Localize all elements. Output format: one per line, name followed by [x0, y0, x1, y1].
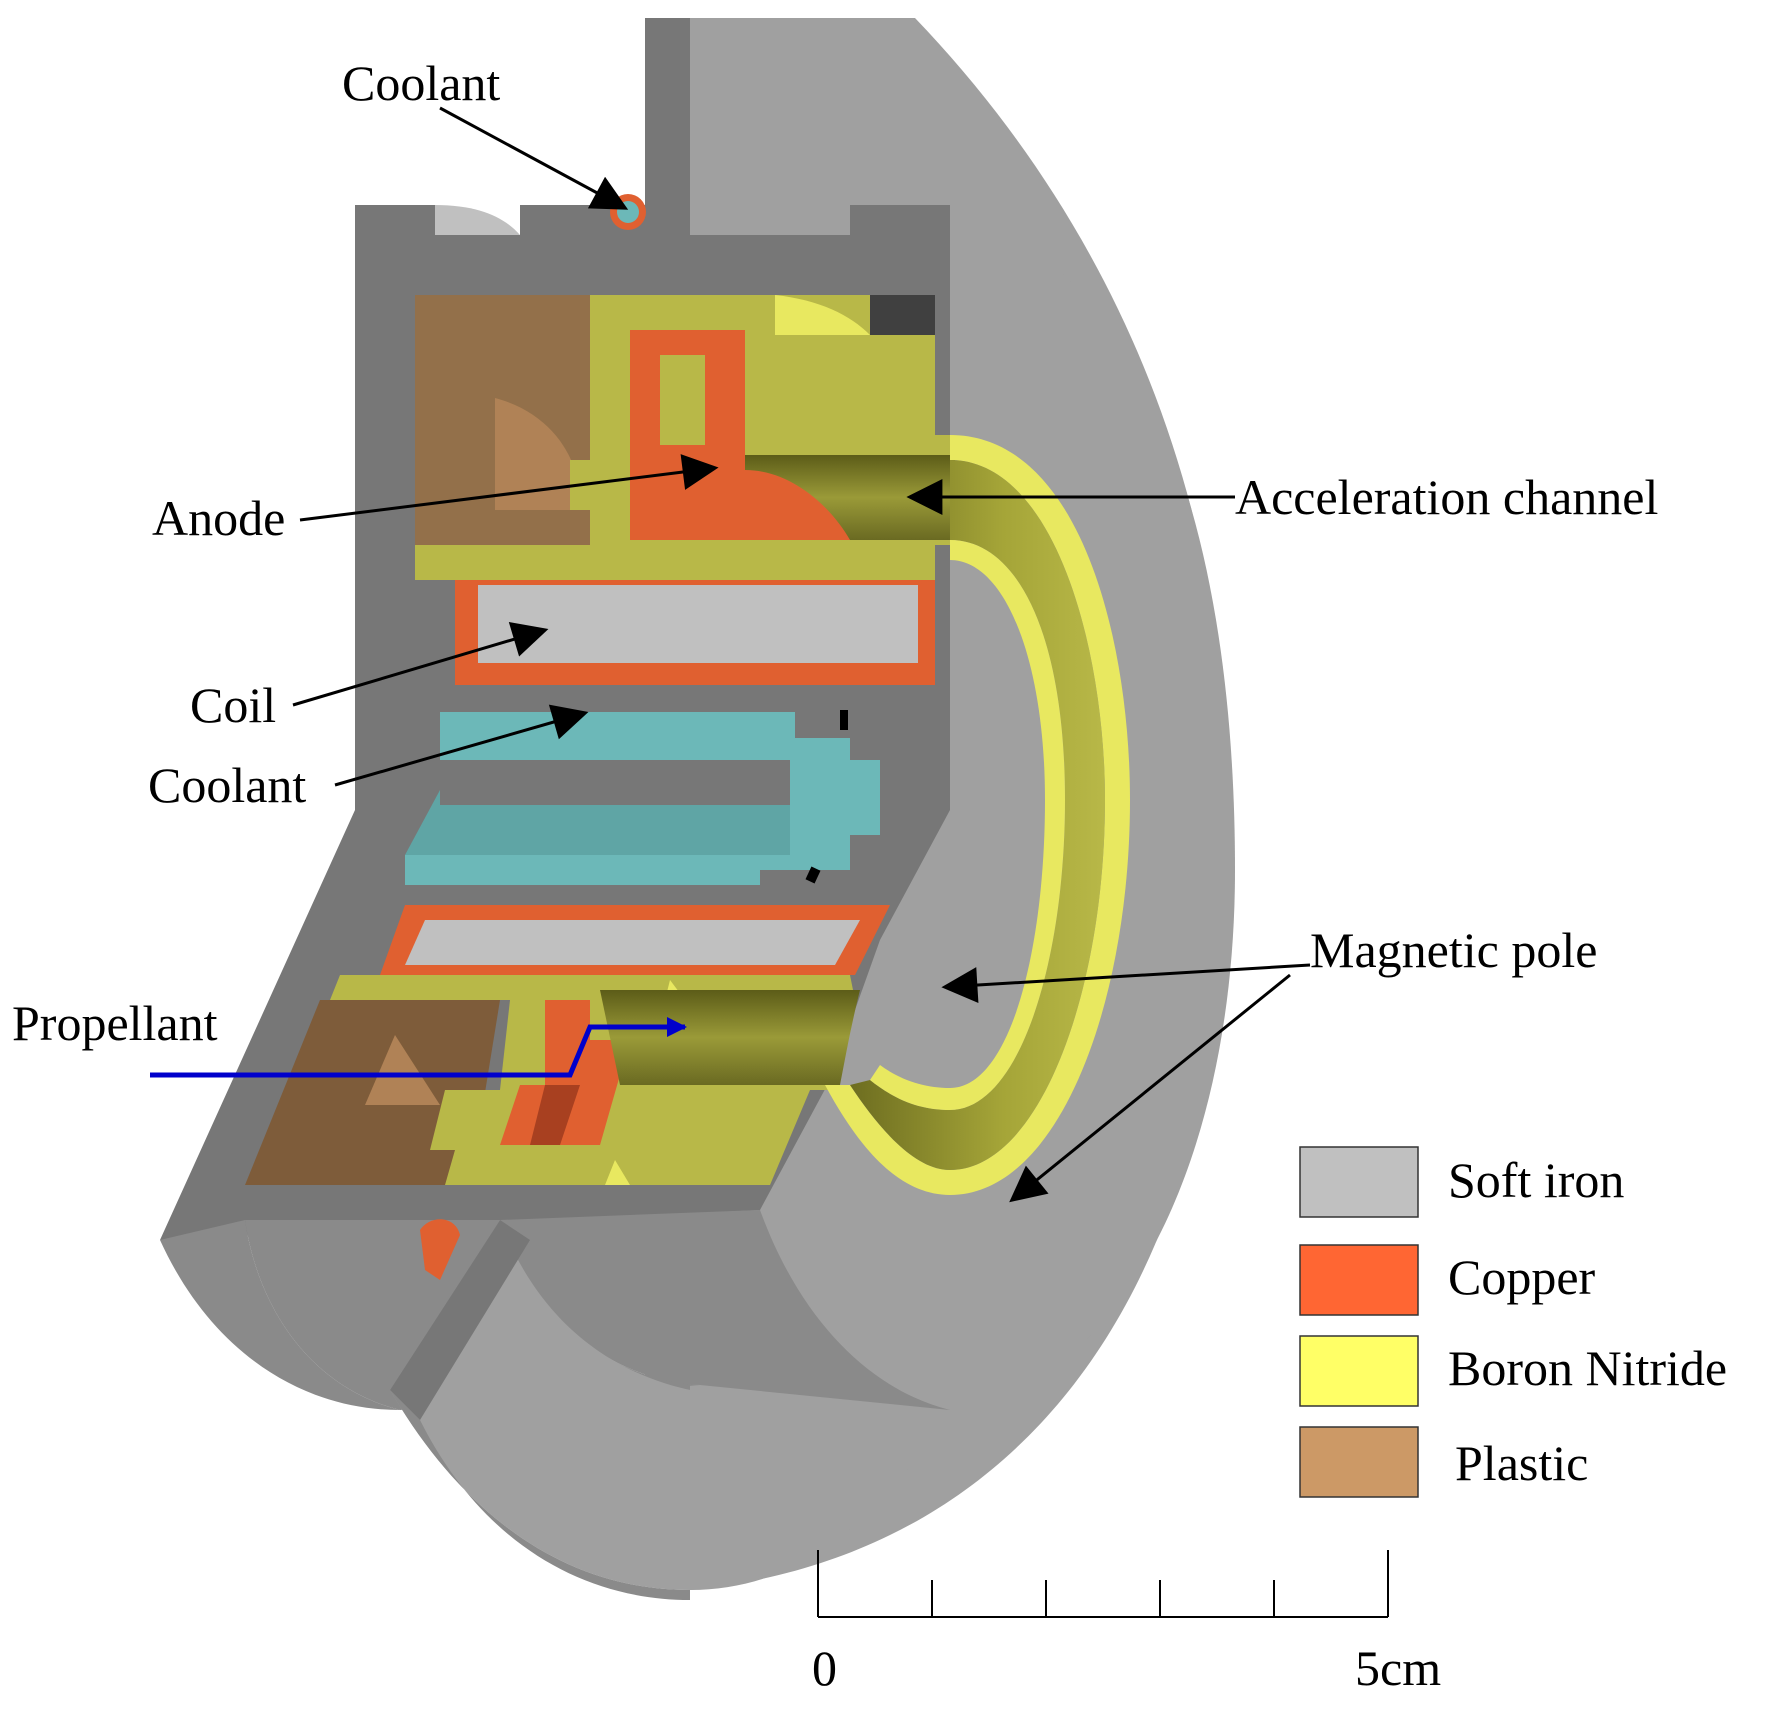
legend-item-boron-nitride: Boron Nitride	[1299, 1335, 1727, 1407]
boron-nitride-upper-top	[775, 295, 870, 335]
legend-label-plastic: Plastic	[1455, 1435, 1588, 1491]
legend-swatch-copper	[1299, 1244, 1419, 1316]
magnetic-pole-leader-2	[1009, 973, 1291, 1203]
plastic-curved-face-upper	[495, 398, 575, 510]
coolant-channel	[405, 712, 880, 885]
lower-flange-left	[160, 1220, 400, 1410]
legend: Soft iron Copper Boron Nitride Plastic	[1299, 1146, 1727, 1498]
legend-item-plastic: Plastic	[1299, 1426, 1588, 1498]
fastener-mark-1	[840, 710, 848, 730]
legend-swatch-boron-nitride	[1299, 1335, 1419, 1407]
scale-bar-end-label: 5cm	[1355, 1640, 1441, 1696]
coolant-mid-leader	[334, 704, 589, 787]
thruster-body	[160, 18, 1235, 1600]
label-magnetic-pole: Magnetic pole	[1310, 922, 1597, 978]
legend-item-copper: Copper	[1299, 1244, 1596, 1316]
acceleration-ring-outer	[825, 435, 1130, 1195]
plastic-cone-lower	[365, 1035, 440, 1105]
coil-upper-core	[478, 585, 918, 663]
legend-item-soft-iron: Soft iron	[1299, 1146, 1624, 1218]
legend-swatch-soft-iron	[1299, 1146, 1419, 1218]
acceleration-channel-upper	[745, 455, 955, 540]
coolant-pipe-bottom	[420, 1219, 460, 1280]
coil-leader	[292, 621, 549, 707]
boron-upper-shadow	[870, 295, 935, 335]
scale-bar: 0 5cm	[812, 1550, 1441, 1696]
magnetic-pole-leader-1	[941, 963, 1311, 1004]
legend-label-soft-iron: Soft iron	[1448, 1152, 1624, 1208]
slanted-cut-side	[390, 1220, 530, 1420]
legend-label-boron-nitride: Boron Nitride	[1448, 1340, 1727, 1396]
coolant-top-leader	[439, 106, 629, 210]
boron-lower-tip-2	[605, 1160, 630, 1185]
propellant-flow-line	[150, 1017, 687, 1078]
label-coolant-mid: Coolant	[148, 757, 306, 813]
coolant-channel-inner	[405, 790, 790, 855]
bottom-disk-face	[390, 1220, 950, 1590]
copper-anode-lower-shadow	[530, 1085, 580, 1145]
label-anode: Anode	[152, 490, 285, 546]
legend-swatch-plastic	[1299, 1426, 1419, 1498]
fastener-mark-2	[805, 866, 821, 884]
labels: Coolant Anode Coil Coolant Propellant Ac…	[12, 55, 1658, 1051]
housing-top-lip	[435, 205, 520, 235]
label-coolant-top: Coolant	[342, 55, 500, 111]
label-acceleration-channel: Acceleration channel	[1235, 469, 1658, 525]
leader-lines	[292, 106, 1311, 1203]
coil-lower-core	[405, 920, 860, 965]
anode-leader	[299, 454, 719, 522]
label-propellant: Propellant	[12, 995, 218, 1051]
acceleration-ring-channel	[850, 460, 1105, 1170]
acceleration-channel-lower	[600, 990, 860, 1085]
housing-mid-wall	[440, 760, 790, 805]
legend-label-copper: Copper	[1448, 1249, 1596, 1305]
label-coil: Coil	[190, 677, 276, 733]
scale-bar-start-label: 0	[812, 1640, 837, 1696]
copper-anode-upper-slot	[660, 355, 705, 445]
